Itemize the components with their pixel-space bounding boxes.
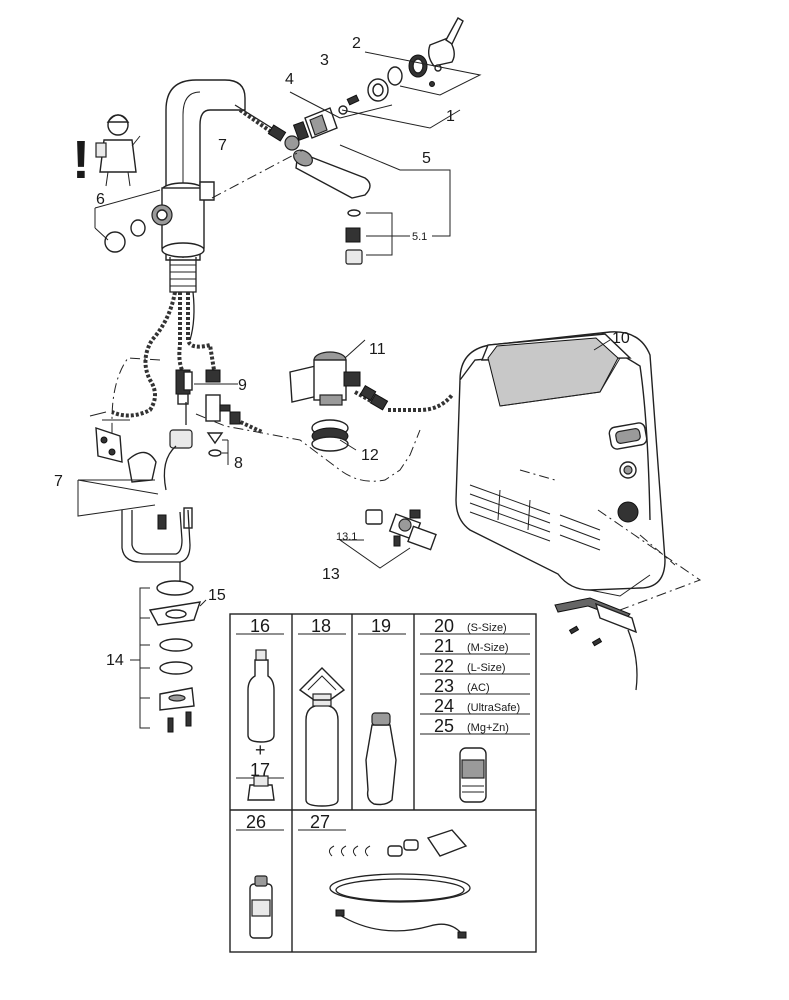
accessory-20: 20 — [434, 616, 454, 636]
lever-cartridge-parts — [292, 17, 464, 141]
hose-connectors — [175, 369, 221, 425]
callout-9: 9 — [238, 377, 247, 394]
pullout-spray-head — [234, 104, 371, 199]
accessory-17: 17 — [250, 760, 270, 780]
callout-15: 15 — [208, 587, 226, 604]
chiller-carbonator-unit — [455, 331, 666, 597]
accessory-25-note: (Mg+Zn) — [467, 722, 509, 734]
callout-5-1: 5.1 — [412, 231, 427, 243]
accessory-plus: + — [255, 740, 266, 760]
callout-2: 2 — [352, 35, 361, 52]
callout-14: 14 — [106, 652, 124, 669]
co2-cylinder-icon — [298, 667, 346, 807]
callout-8: 8 — [234, 455, 243, 472]
callout-6: 6 — [96, 191, 105, 208]
accessory-16: 16 — [250, 616, 270, 636]
spray-head-small-parts — [345, 209, 363, 265]
callout-13: 13 — [322, 566, 340, 583]
co2-valve-parts — [365, 509, 437, 551]
faucet-spout-assembly — [151, 79, 246, 293]
accessory-22: 22 — [434, 656, 454, 676]
accessory-19: 19 — [371, 616, 391, 636]
drinking-bottle-icon — [365, 712, 397, 806]
accessory-20-note: (S-Size) — [467, 622, 507, 634]
warning-exclamation: ! — [72, 130, 90, 190]
callout-4: 4 — [285, 71, 294, 88]
callout-5: 5 — [422, 150, 431, 167]
accessory-24: 24 — [434, 696, 454, 716]
callout-10: 10 — [612, 330, 630, 347]
tee-valve-parts — [205, 394, 231, 457]
callout-1: 1 — [446, 108, 455, 125]
accessory-21-note: (M-Size) — [467, 642, 509, 654]
under-counter-mounting-set — [148, 562, 202, 733]
accessory-27: 27 — [310, 812, 330, 832]
aerator-parts — [104, 219, 146, 253]
supply-hoses — [111, 291, 216, 418]
callout-7-brackets: 7 — [54, 473, 63, 490]
mounting-bracket-set — [89, 411, 193, 563]
callout-7-spout: 7 — [218, 137, 227, 154]
callout-12: 12 — [361, 447, 379, 464]
accessory-23: 23 — [434, 676, 454, 696]
accessory-25: 25 — [434, 716, 454, 736]
mounting-strap — [554, 597, 638, 691]
accessory-21: 21 — [434, 636, 454, 656]
accessory-18: 18 — [311, 616, 331, 636]
callout-13-1: 13.1 — [336, 531, 357, 543]
filter-cartridge-icon — [459, 747, 487, 803]
accessory-23-note: (AC) — [467, 682, 490, 694]
accessory-26: 26 — [246, 812, 266, 832]
installation-kit-icon — [328, 829, 471, 939]
mechanic-figure-icon — [95, 114, 141, 187]
callout-3: 3 — [320, 52, 329, 69]
adapter-part-icon — [247, 775, 275, 801]
callout-11: 11 — [369, 341, 386, 358]
filter-head-assembly — [289, 351, 389, 452]
co2-bottle-small-icon — [247, 649, 275, 743]
accessory-22-note: (L-Size) — [467, 662, 506, 674]
cleaning-bottle-icon — [249, 875, 273, 939]
accessories-table — [229, 613, 537, 953]
installer-warning-illustration: ! — [72, 114, 141, 190]
accessory-24-note: (UltraSafe) — [467, 702, 520, 714]
